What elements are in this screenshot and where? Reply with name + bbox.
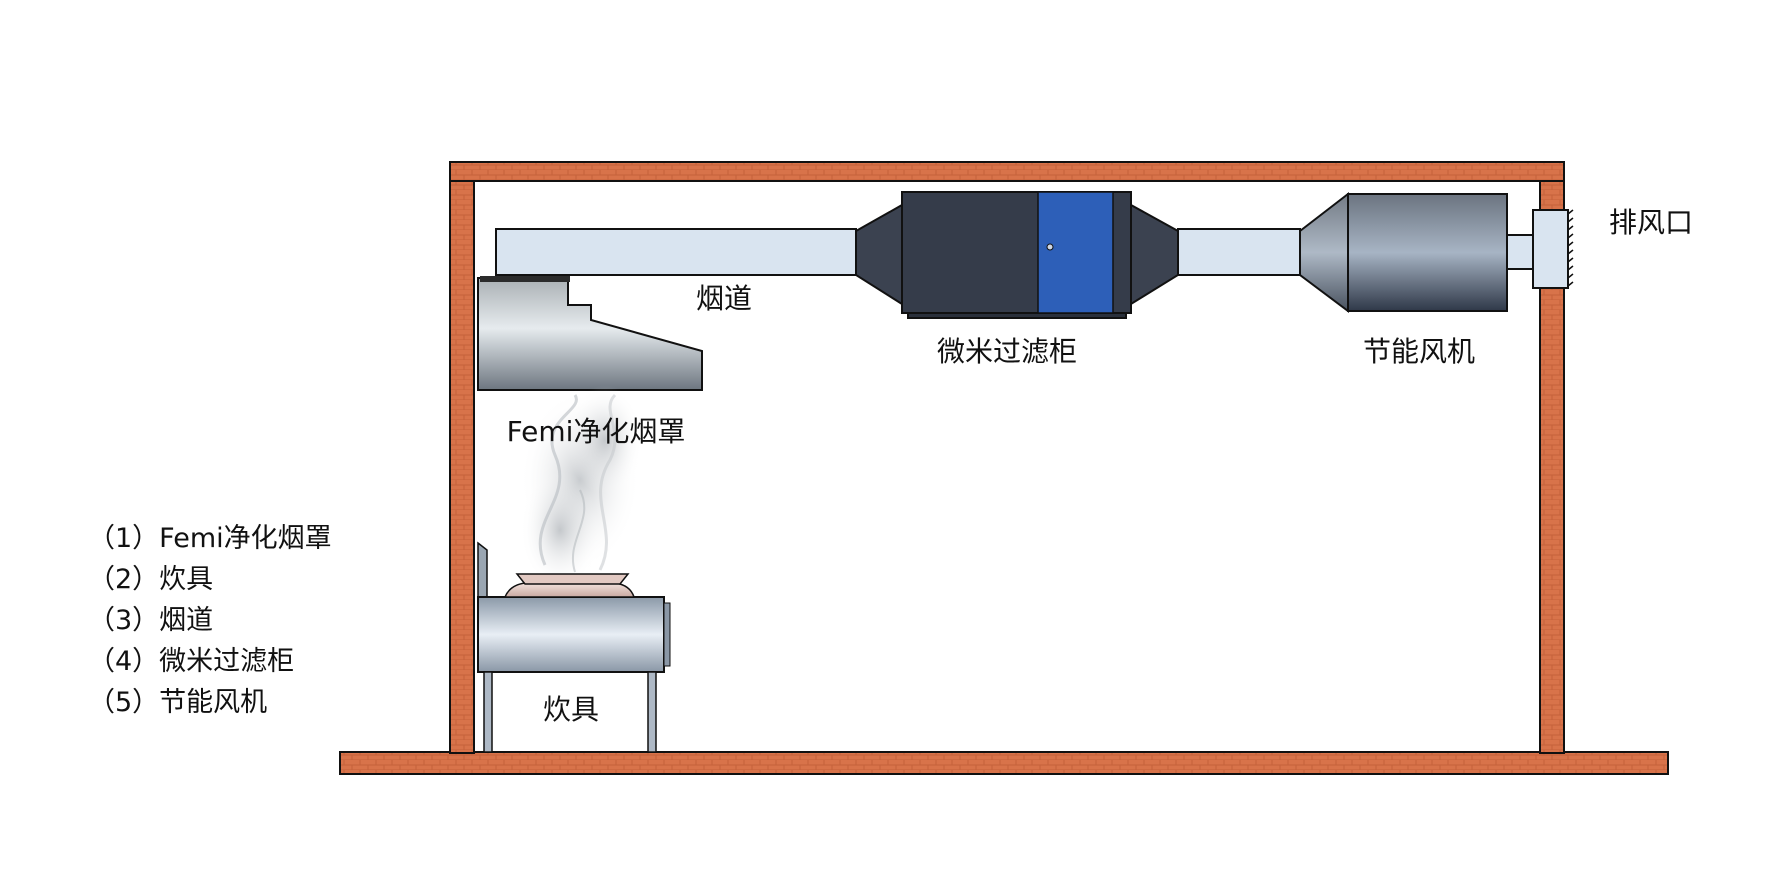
filter-door bbox=[1037, 191, 1114, 314]
legend-item-4: （4）微米过滤柜 bbox=[88, 646, 295, 677]
legend-item-1: （1）Femi净化烟罩 bbox=[88, 523, 332, 554]
cooking-pot bbox=[503, 582, 636, 598]
label-duct: 烟道 bbox=[696, 282, 752, 315]
energy-saving-fan bbox=[1299, 191, 1536, 313]
label-fan: 节能风机 bbox=[1363, 335, 1475, 368]
stove-leg-right bbox=[647, 671, 657, 753]
duct-mid bbox=[1177, 228, 1301, 276]
roof-slab bbox=[449, 161, 1565, 182]
duct-system bbox=[495, 228, 1301, 276]
micron-filter-cabinet bbox=[855, 191, 1179, 319]
left-wall bbox=[449, 161, 475, 754]
exhaust-stub bbox=[1506, 234, 1536, 270]
label-hood: Femi净化烟罩 bbox=[507, 415, 686, 448]
stove bbox=[477, 541, 671, 753]
stove-leg-left bbox=[483, 671, 493, 753]
label-stove: 炊具 bbox=[543, 693, 599, 726]
label-filter: 微米过滤柜 bbox=[937, 335, 1077, 368]
legend-item-3: （3）烟道 bbox=[88, 605, 214, 636]
duct-main bbox=[495, 228, 857, 276]
floor-slab bbox=[339, 751, 1669, 775]
exhaust-vent bbox=[1532, 209, 1574, 289]
filter-door-knob bbox=[1046, 243, 1054, 251]
legend-item-5: （5）节能风机 bbox=[88, 687, 268, 718]
building-structure bbox=[339, 161, 1669, 775]
legend: （1）Femi净化烟罩 （2）炊具 （3）烟道 （4）微米过滤柜 （5）节能风机 bbox=[88, 518, 332, 723]
range-hood bbox=[477, 276, 703, 391]
label-exhaust: 排风口 bbox=[1609, 206, 1693, 239]
pot-lid bbox=[515, 573, 630, 585]
smoke bbox=[520, 385, 643, 590]
legend-item-2: （2）炊具 bbox=[88, 564, 214, 595]
